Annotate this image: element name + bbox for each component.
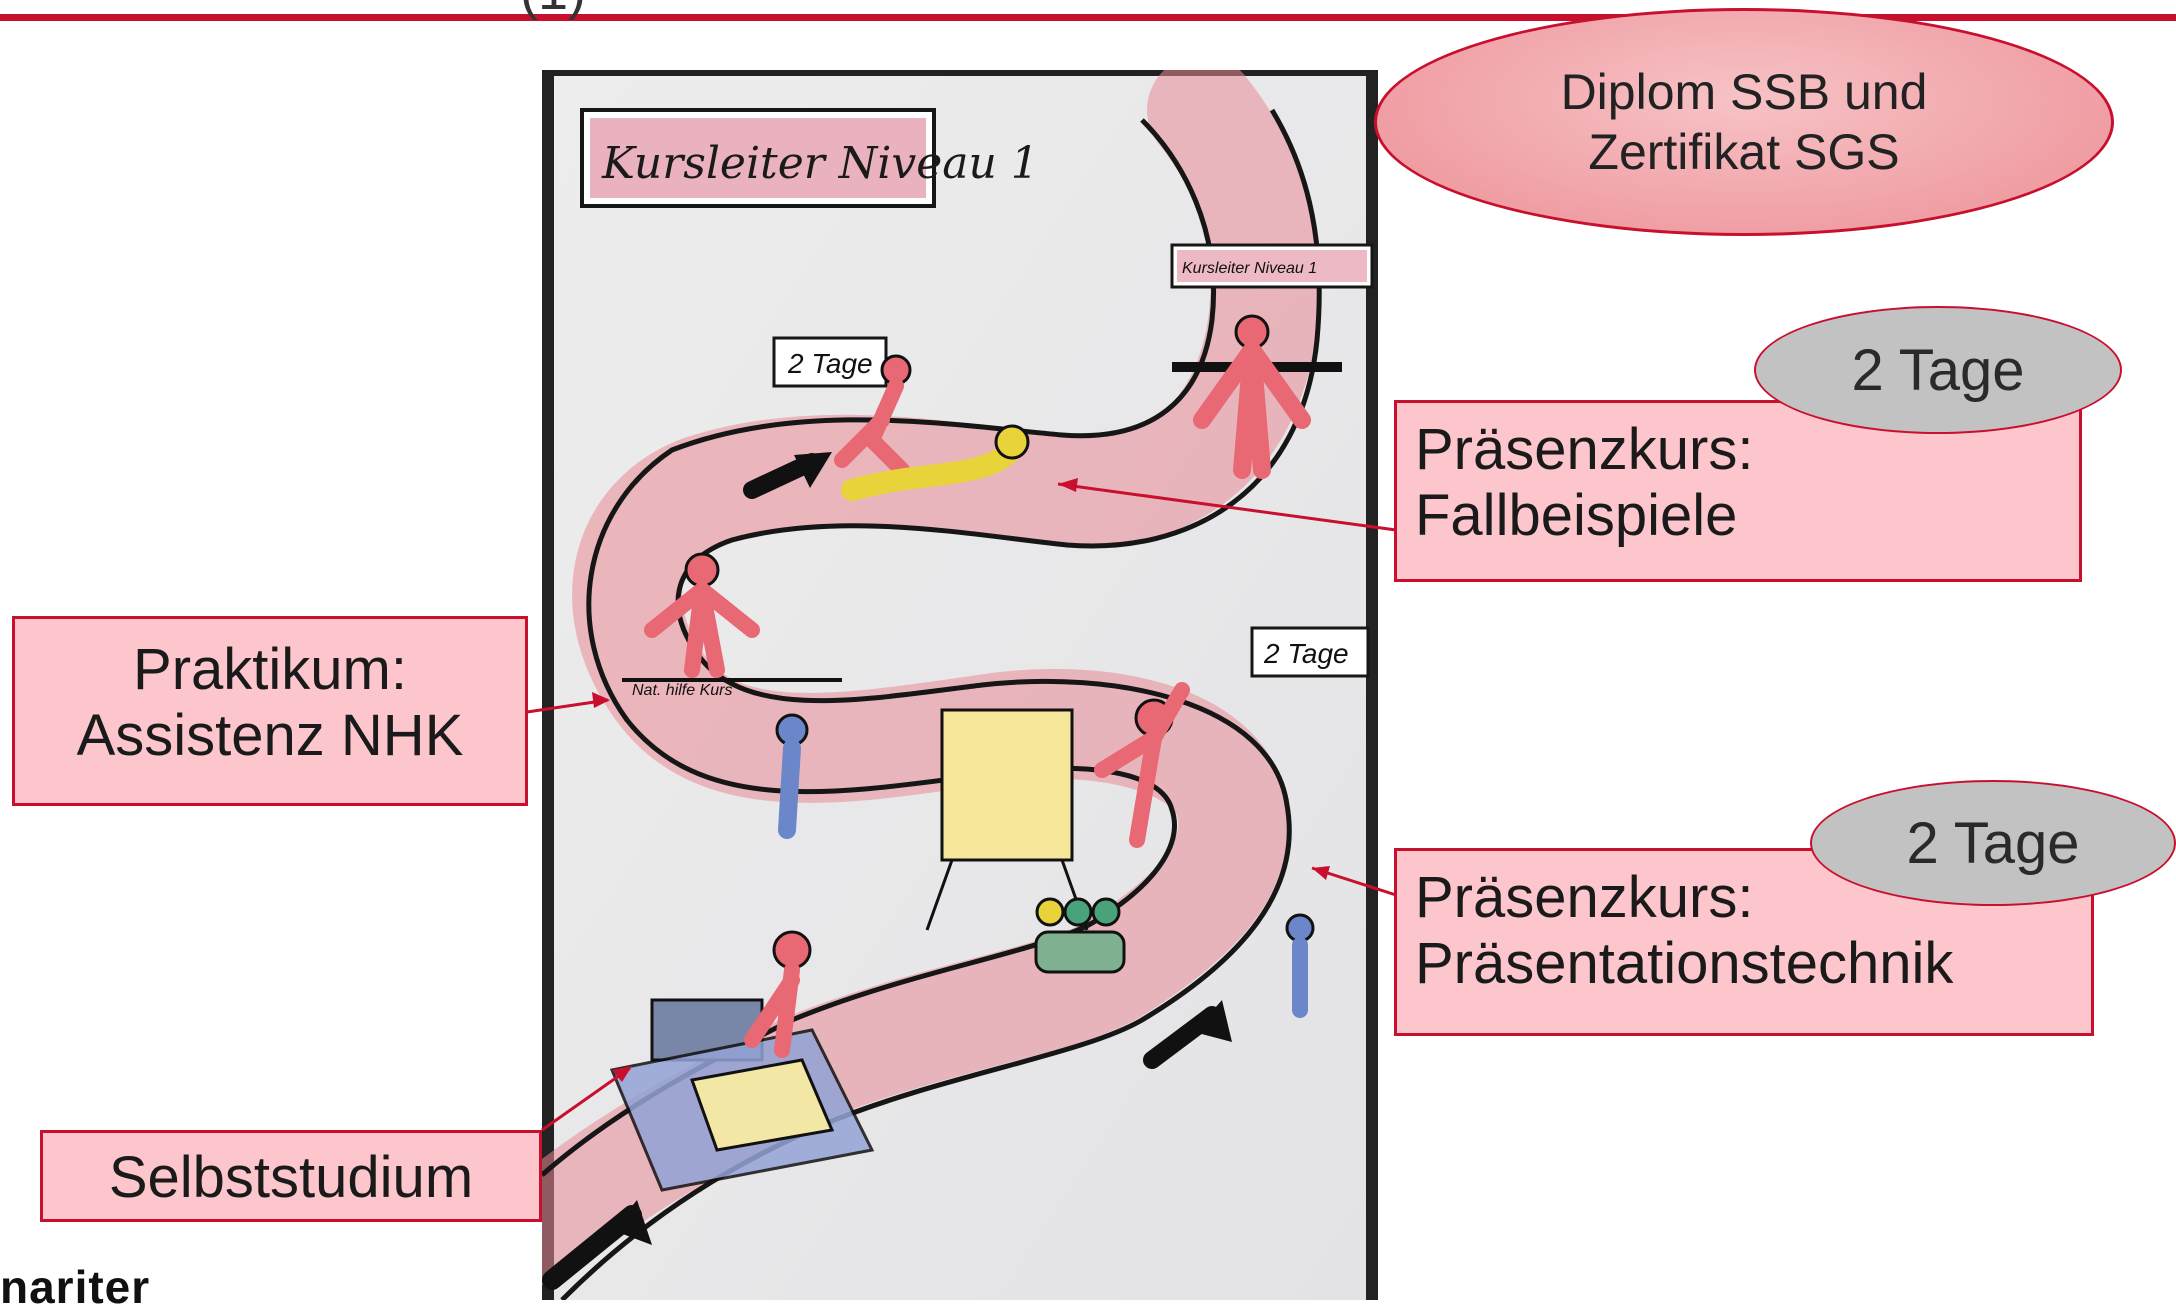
tag-right — [1250, 626, 1370, 678]
arrow-upper-head — [794, 452, 832, 488]
diplom-bubble: Diplom SSB und Zertifikat SGS — [1374, 8, 2114, 236]
duration-bubble-fallbeispiele: 2 Tage — [1754, 306, 2122, 434]
figure-learner-body — [778, 739, 801, 839]
header-rule — [0, 14, 2176, 21]
duration-fallbeispiele-text: 2 Tage — [1851, 337, 2025, 403]
figure-patient-head — [994, 424, 1030, 460]
tag-top — [772, 336, 888, 388]
arrow-middle — [1143, 1006, 1221, 1069]
arrow-middle-head — [1194, 1000, 1232, 1042]
road-edge-left — [542, 118, 1217, 1177]
figure-presenter-body — [1094, 682, 1190, 848]
callout-praesentation-line1: Präsenzkurs: — [1415, 865, 1754, 930]
easel-board — [940, 708, 1074, 862]
figure-helper-body — [834, 378, 910, 478]
callout-praesentation-line2: Präsentationstechnik — [1415, 931, 1954, 996]
title-banner-text: Kursleiter Niveau 1 — [601, 138, 1039, 189]
callout-praktikum-line1: Praktikum: — [133, 637, 407, 702]
callout-praktikum: Praktikum: Assistenz NHK — [12, 616, 528, 806]
duration-bubble-praesentation: 2 Tage — [1810, 780, 2176, 906]
figure-instructor-body — [644, 582, 760, 678]
mini-banner-shade — [1177, 250, 1367, 282]
duration-praesentation-text: 2 Tage — [1906, 810, 2080, 876]
tag-top-text: 2 Tage — [787, 348, 873, 379]
poster-drawing: Kursleiter Niveau 1 Kursleiter Niveau 1 … — [542, 70, 1378, 1300]
arrow-start-head — [612, 1200, 652, 1245]
figure-patient — [841, 439, 1023, 501]
page-title-fragment: (1) — [520, 0, 586, 22]
figure-instructor-head — [684, 552, 720, 588]
course-rope-text: Nat. hilfe Kurs — [632, 682, 732, 699]
callout-selbststudium: Selbststudium — [40, 1130, 542, 1222]
audience-bodies — [1034, 930, 1126, 974]
callout-praktikum-line2: Assistenz NHK — [76, 703, 464, 768]
easel-leg-left — [925, 859, 954, 931]
audience-head-3 — [1091, 897, 1121, 927]
audience-head-1 — [1035, 897, 1065, 927]
callout-fallbeispiele-line2: Fallbeispiele — [1415, 483, 1738, 548]
figure-reader-body — [744, 962, 800, 1058]
title-banner-shade — [590, 118, 926, 198]
flipchart-poster: Kursleiter Niveau 1 Kursleiter Niveau 1 … — [542, 70, 1378, 1300]
tag-right-text: 2 Tage — [1263, 638, 1349, 669]
callout-praesentation: Präsenzkurs: Präsentationstechnik — [1394, 848, 2094, 1036]
diplom-text: Diplom SSB und Zertifikat SGS — [1560, 64, 1928, 180]
callout-fallbeispiele-line1: Präsenzkurs: — [1415, 417, 1754, 482]
open-book — [689, 1058, 835, 1152]
brand-wordmark-fragment: nariter — [0, 1261, 151, 1313]
callout-selbststudium-text: Selbststudium — [108, 1145, 474, 1210]
mini-banner-text: Kursleiter Niveau 1 — [1182, 260, 1317, 277]
figure-graduate-body — [1193, 341, 1311, 479]
audience-head-2 — [1063, 897, 1093, 927]
